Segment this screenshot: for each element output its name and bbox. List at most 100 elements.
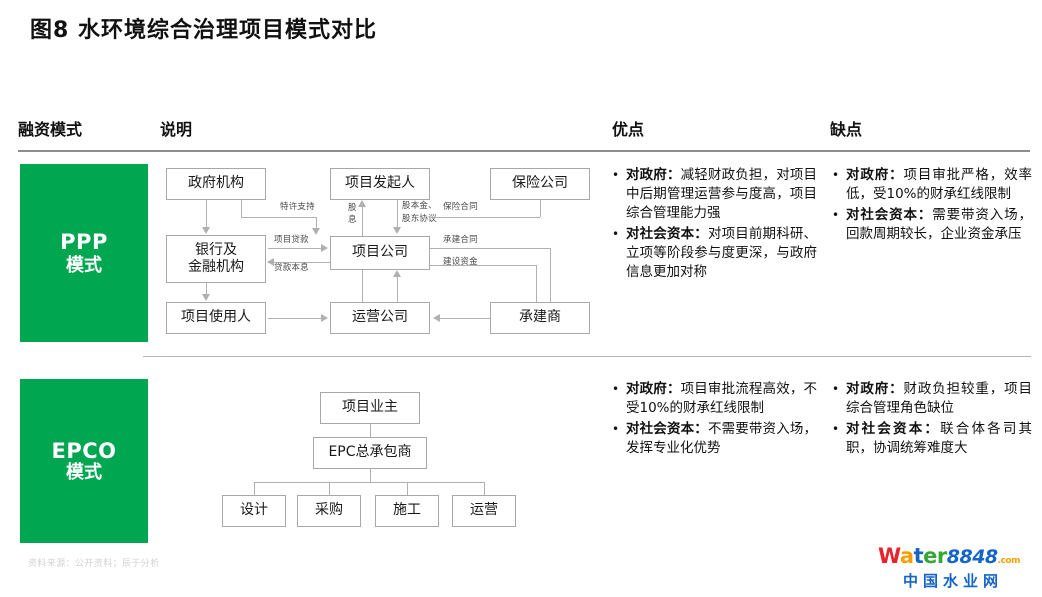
bullet-icon: • — [832, 422, 840, 436]
edge-user-operator-arrow — [321, 314, 328, 322]
edge-loan-repay-arrow — [267, 258, 274, 266]
epco-con-2-text: 联合体各司其职，协调统筹难度大 — [846, 421, 1033, 456]
edge-label-equity-1: 股本金、 — [402, 201, 437, 211]
page-title: 图8 水环境综合治理项目模式对比 — [30, 18, 377, 43]
list-item: • 对社会资本：需要带资入场，回款周期较长，企业资金承压 — [832, 206, 1032, 244]
bullet-icon: • — [832, 168, 840, 182]
edge-equity-line — [397, 200, 398, 228]
bullet-icon: • — [832, 382, 840, 396]
edge-gov-bank — [206, 200, 207, 228]
epco-pros-list: • 对政府：项目审批流程高效，不受10%的财承红线限制 • 对社会资本：不需要带… — [612, 380, 817, 460]
list-item: • 对社会资本：对项目前期科研、立项等阶段参与度更深，与政府信息更加对称 — [612, 225, 817, 282]
node-bank-line2: 金融机构 — [188, 259, 244, 275]
mode-badge-ppp-cn: 模式 — [66, 254, 102, 276]
edge-user-operator-line — [268, 318, 322, 319]
mode-badge-epco-en: EPCO — [51, 438, 117, 463]
header-divider — [18, 150, 1030, 152]
edge-bus-procurement — [329, 482, 330, 495]
node-contractor: 承建商 — [490, 302, 590, 334]
site-logo[interactable]: Water8848.com 中国水业网 — [878, 546, 1028, 591]
ppp-pro-1: 对政府：减轻财政负担，对项目中后期管理运营参与度高，项目综合管理能力强 — [626, 166, 817, 223]
edge-epc-bus — [370, 469, 371, 482]
logo-tld: .com — [997, 556, 1021, 566]
node-insurance-company: 保险公司 — [490, 168, 590, 200]
edge-contractor-operator-line — [440, 318, 490, 319]
edge-insurance-h — [430, 217, 540, 218]
logo-letter-a: a — [899, 544, 914, 568]
node-construction: 施工 — [375, 495, 439, 527]
node-project-company: 项目公司 — [330, 236, 430, 270]
edge-bus-design — [254, 482, 255, 495]
edge-dividend-arrow — [358, 200, 366, 207]
edge-concession-v1 — [241, 200, 242, 217]
mode-badge-ppp-en: PPP — [60, 229, 108, 254]
epco-pro-2: 对社会资本：不需要带资入场，发挥专业化优势 — [626, 420, 817, 458]
list-item: • 对社会资本：联合体各司其职，协调统筹难度大 — [832, 420, 1032, 458]
edge-build-contract-h — [430, 248, 550, 249]
edge-operator-spv-up — [397, 276, 398, 302]
edge-contractor-operator-arrow — [433, 314, 440, 322]
epco-con-1: 对政府：财政负担较重，项目综合管理角色缺位 — [846, 380, 1032, 418]
logo-wordmark: Water8848.com — [878, 546, 1028, 567]
ppp-pro-2-lead: 对社会资本： — [626, 226, 708, 242]
epco-con-1-text: 财政负担较重，项目综合管理角色缺位 — [846, 381, 1032, 416]
logo-letter-r: r — [936, 544, 947, 568]
edge-bus-operation — [484, 482, 485, 495]
edge-label-dividend-1: 股 — [348, 203, 357, 213]
node-government: 政府机构 — [166, 168, 266, 200]
edge-bank-user — [206, 283, 207, 295]
node-project-sponsor: 项目发起人 — [330, 168, 430, 200]
edge-label-build-funds: 建设资金 — [443, 257, 478, 267]
edge-bus-horizontal — [254, 482, 484, 483]
edge-operator-spv-arrow — [393, 270, 401, 277]
column-header-pros: 优点 — [612, 120, 645, 139]
column-header-mode: 融资模式 — [18, 120, 83, 139]
epco-pro-1-text: 项目审批流程高效，不受10%的财承红线限制 — [626, 381, 818, 416]
node-bank: 银行及 金融机构 — [166, 235, 266, 283]
ppp-con-2-text: 需要带资入场，回款周期较长，企业资金承压 — [846, 207, 1032, 242]
node-design: 设计 — [222, 495, 286, 527]
edge-project-loan-arrow — [321, 244, 328, 252]
epco-pro-2-lead: 对社会资本： — [626, 421, 708, 437]
column-header-description: 说明 — [160, 120, 193, 139]
bullet-icon: • — [612, 422, 620, 436]
node-project-owner: 项目业主 — [320, 392, 420, 424]
bullet-icon: • — [612, 227, 620, 241]
edge-gov-bank-arrow — [202, 227, 210, 234]
ppp-pro-1-text: 减轻财政负担，对项目中后期管理运营参与度高，项目综合管理能力强 — [626, 167, 818, 221]
bullet-icon: • — [612, 168, 620, 182]
edge-build-funds-v — [536, 265, 537, 302]
epco-con-1-lead: 对政府： — [846, 381, 904, 397]
edge-label-dividend-2: 息 — [348, 215, 357, 225]
node-project-user: 项目使用人 — [166, 302, 266, 334]
node-operation: 运营 — [452, 495, 516, 527]
epco-cons-list: • 对政府：财政负担较重，项目综合管理角色缺位 • 对社会资本：联合体各司其职，… — [832, 380, 1032, 460]
bullet-icon: • — [832, 208, 840, 222]
ppp-con-1-text: 项目审批严格，效率低，受10%的财承红线限制 — [846, 167, 1032, 202]
ppp-pro-1-lead: 对政府： — [626, 167, 681, 183]
epco-con-2-lead: 对社会资本： — [846, 421, 941, 437]
epco-pro-2-text: 不需要带资入场，发挥专业化优势 — [626, 421, 818, 456]
list-item: • 对社会资本：不需要带资入场，发挥专业化优势 — [612, 420, 817, 458]
edge-dividend-line — [362, 206, 363, 236]
bullet-icon: • — [612, 382, 620, 396]
logo-letter-e: e — [923, 544, 937, 568]
epco-con-2: 对社会资本：联合体各司其职，协调统筹难度大 — [846, 420, 1032, 458]
edge-build-funds-h — [430, 265, 536, 266]
edge-build-contract-v — [550, 248, 551, 302]
mode-badge-ppp: PPP 模式 — [20, 164, 148, 342]
mode-badge-epco: EPCO 模式 — [20, 379, 148, 543]
node-procurement: 采购 — [297, 495, 361, 527]
edge-label-insurance: 保险合同 — [443, 202, 478, 212]
source-note: 资料来源：公开资料；辰于分析 — [28, 559, 160, 569]
edge-insurance-v1 — [540, 200, 541, 217]
edge-loan-repay-line — [274, 262, 330, 263]
ppp-pro-2-text: 对项目前期科研、立项等阶段参与度更深，与政府信息更加对称 — [626, 226, 818, 280]
edge-concession-arrow — [312, 228, 320, 235]
column-header-cons: 缺点 — [830, 120, 863, 139]
edge-label-project-loan: 项目贷款 — [274, 235, 309, 245]
list-item: • 对政府：项目审批流程高效，不受10%的财承红线限制 — [612, 380, 817, 418]
edge-bank-user-arrow — [202, 294, 210, 301]
ppp-cons-list: • 对政府：项目审批严格，效率低，受10%的财承红线限制 • 对社会资本：需要带… — [832, 166, 1032, 246]
node-operating-company: 运营公司 — [330, 302, 430, 334]
